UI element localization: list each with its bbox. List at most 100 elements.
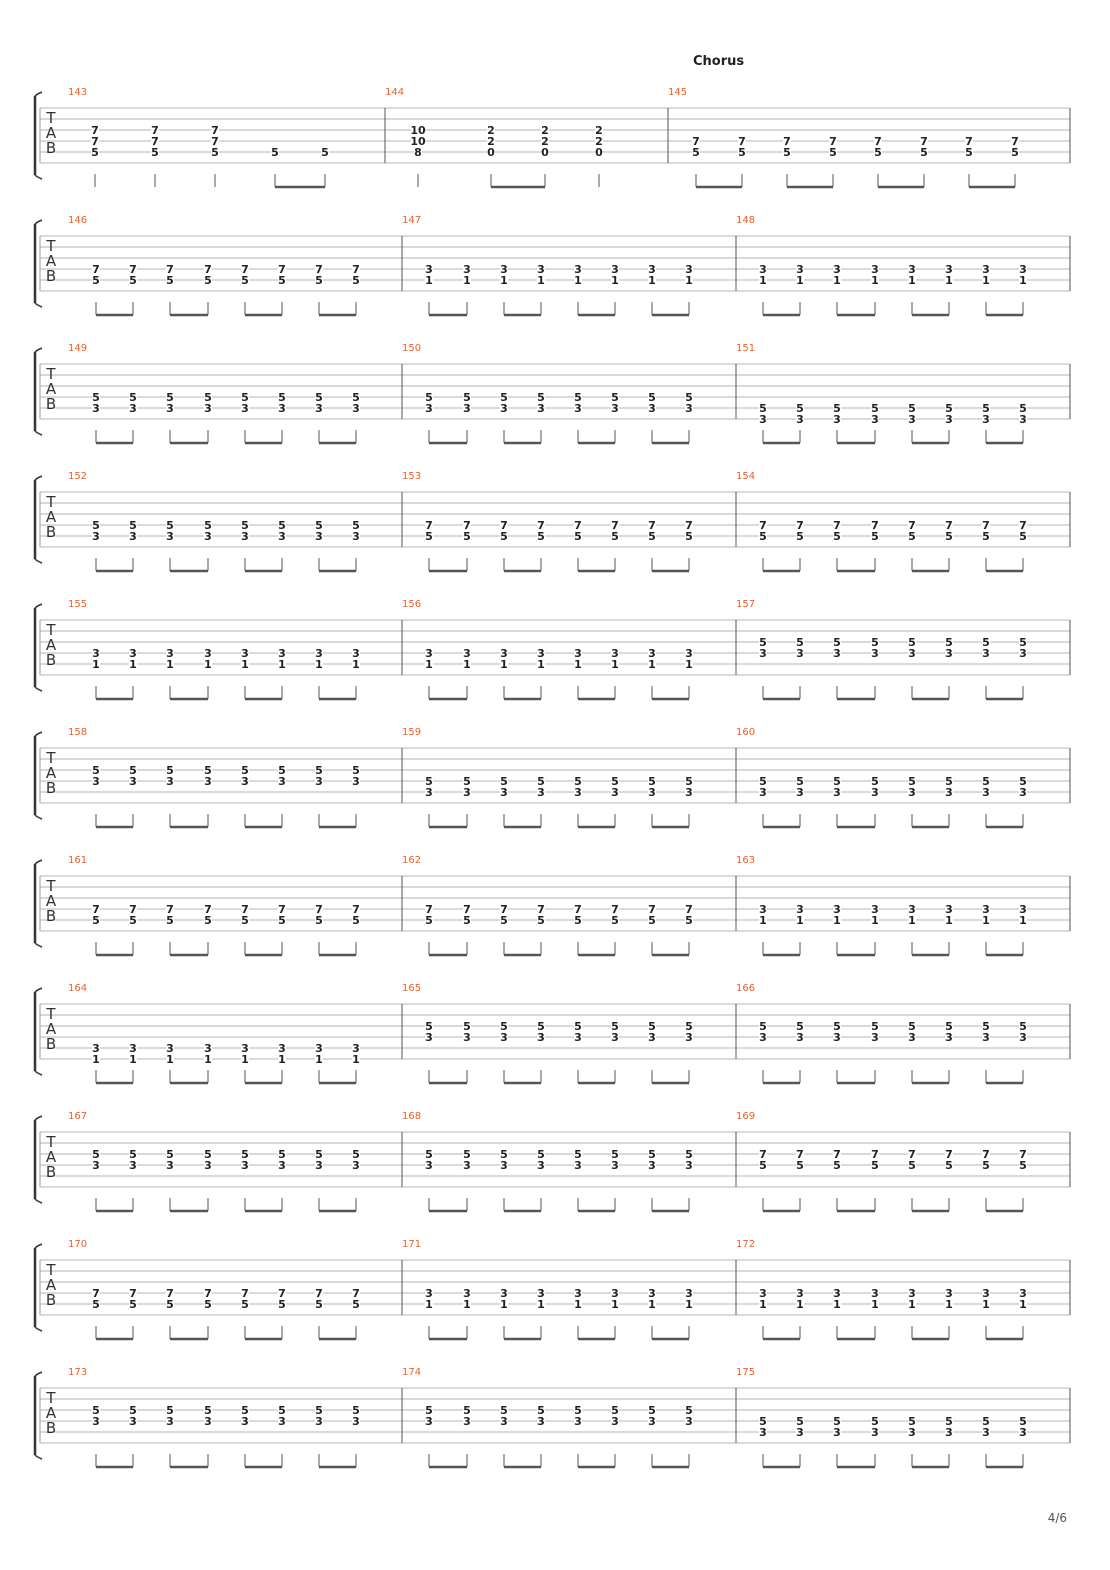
fret-number: 1 bbox=[352, 1053, 360, 1066]
fret-number: 3 bbox=[871, 647, 879, 660]
fret-number: 3 bbox=[796, 263, 804, 276]
fret-bg bbox=[1019, 1416, 1027, 1426]
fret-bg bbox=[204, 275, 212, 285]
fret-number: 7 bbox=[315, 903, 323, 916]
fret-number: 3 bbox=[241, 530, 249, 543]
fret-bg bbox=[241, 392, 249, 402]
fret-bg bbox=[1019, 1021, 1027, 1031]
fret-number: 5 bbox=[759, 402, 767, 415]
fret-number: 7 bbox=[685, 903, 693, 916]
fret-bg bbox=[241, 520, 249, 530]
fret-bg bbox=[1019, 776, 1027, 786]
fret-number: 5 bbox=[204, 1404, 212, 1417]
fret-bg bbox=[982, 637, 990, 647]
fret-bg bbox=[92, 648, 100, 658]
fret-number: 5 bbox=[611, 914, 619, 927]
tab-clef-letter: A bbox=[46, 892, 57, 910]
fret-number: 5 bbox=[833, 1159, 841, 1172]
tab-clef-letter: A bbox=[46, 636, 57, 654]
fret-bg bbox=[1011, 136, 1019, 146]
fret-number: 3 bbox=[759, 1426, 767, 1439]
fret-number: 3 bbox=[315, 647, 323, 660]
fret-bg bbox=[833, 1149, 841, 1159]
fret-bg bbox=[537, 1160, 545, 1170]
fret-bg bbox=[738, 147, 746, 157]
fret-number: 7 bbox=[425, 903, 433, 916]
measure-number: 167 bbox=[68, 1111, 87, 1122]
fret-bg bbox=[982, 1427, 990, 1437]
fret-bg bbox=[611, 1288, 619, 1298]
fret-bg bbox=[352, 1299, 360, 1309]
fret-bg bbox=[1019, 520, 1027, 530]
fret-number: 5 bbox=[537, 1020, 545, 1033]
system-bracket-hook bbox=[34, 1326, 43, 1332]
fret-number: 3 bbox=[796, 1031, 804, 1044]
fret-number: 5 bbox=[982, 1415, 990, 1428]
fret-bg bbox=[871, 531, 879, 541]
fret-number: 5 bbox=[537, 1404, 545, 1417]
fret-number: 5 bbox=[648, 775, 656, 788]
fret-bg bbox=[463, 915, 471, 925]
fret-bg bbox=[204, 1043, 212, 1053]
fret-number: 3 bbox=[500, 263, 508, 276]
fret-number: 1 bbox=[982, 1298, 990, 1311]
system-bracket-hook bbox=[34, 430, 43, 436]
fret-number: 3 bbox=[908, 903, 916, 916]
fret-number: 7 bbox=[500, 903, 508, 916]
fret-number: 3 bbox=[537, 647, 545, 660]
fret-number: 3 bbox=[537, 263, 545, 276]
fret-bg bbox=[685, 1416, 693, 1426]
tab-clef-letter: B bbox=[46, 907, 56, 925]
fret-bg bbox=[871, 915, 879, 925]
fret-number: 3 bbox=[945, 1426, 953, 1439]
fret-bg bbox=[411, 136, 425, 146]
fret-number: 3 bbox=[833, 1287, 841, 1300]
fret-bg bbox=[648, 659, 656, 669]
fret-number: 7 bbox=[92, 263, 100, 276]
fret-bg bbox=[965, 136, 973, 146]
fret-bg bbox=[463, 531, 471, 541]
fret-bg bbox=[166, 1405, 174, 1415]
fret-bg bbox=[166, 659, 174, 669]
fret-bg bbox=[352, 648, 360, 658]
fret-number: 3 bbox=[945, 1287, 953, 1300]
fret-bg bbox=[796, 1288, 804, 1298]
fret-number: 3 bbox=[611, 786, 619, 799]
fret-bg bbox=[685, 1149, 693, 1159]
fret-number: 5 bbox=[982, 1020, 990, 1033]
fret-number: 3 bbox=[500, 1287, 508, 1300]
fret-number: 7 bbox=[151, 124, 159, 137]
fret-bg bbox=[129, 275, 137, 285]
fret-bg bbox=[204, 1288, 212, 1298]
fret-bg bbox=[129, 1160, 137, 1170]
fret-bg bbox=[425, 776, 433, 786]
fret-bg bbox=[871, 414, 879, 424]
fret-bg bbox=[425, 531, 433, 541]
fret-number: 5 bbox=[982, 636, 990, 649]
fret-number: 5 bbox=[945, 402, 953, 415]
fret-bg bbox=[829, 136, 837, 146]
fret-number: 5 bbox=[166, 1298, 174, 1311]
fret-number: 5 bbox=[1011, 146, 1019, 159]
fret-number: 3 bbox=[278, 402, 286, 415]
fret-number: 3 bbox=[648, 263, 656, 276]
fret-number: 5 bbox=[278, 274, 286, 287]
fret-bg bbox=[871, 264, 879, 274]
fret-number: 7 bbox=[611, 519, 619, 532]
fret-bg bbox=[92, 1299, 100, 1309]
fret-bg bbox=[500, 264, 508, 274]
fret-bg bbox=[204, 1299, 212, 1309]
fret-number: 5 bbox=[315, 1298, 323, 1311]
fret-bg bbox=[166, 531, 174, 541]
fret-number: 5 bbox=[1019, 1415, 1027, 1428]
fret-bg bbox=[463, 787, 471, 797]
fret-number: 3 bbox=[241, 1042, 249, 1055]
fret-bg bbox=[833, 787, 841, 797]
fret-bg bbox=[537, 403, 545, 413]
fret-bg bbox=[833, 915, 841, 925]
tab-clef-letter: T bbox=[45, 1389, 56, 1407]
fret-bg bbox=[648, 520, 656, 530]
fret-bg bbox=[425, 1021, 433, 1031]
fret-number: 5 bbox=[92, 1148, 100, 1161]
fret-number: 7 bbox=[241, 1287, 249, 1300]
